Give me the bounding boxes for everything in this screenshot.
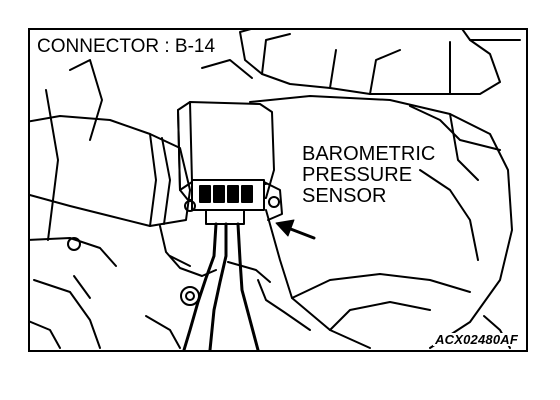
intake-hose: [30, 59, 191, 349]
figure-code: ACX02480AF: [433, 332, 520, 347]
engine-bay-illustration: [30, 30, 521, 350]
diagram-frame: CONNECTOR : B-14 BAROMETRIC PRESSURE SEN…: [28, 28, 528, 352]
connector-label: CONNECTOR : B-14: [34, 36, 219, 57]
sensor-label-line-3: SENSOR: [302, 185, 387, 207]
sensor-callout-label: BAROMETRIC PRESSURE SENSOR: [302, 144, 435, 207]
sensor-label-line-2: PRESSURE: [302, 164, 413, 186]
air-cleaner-box: [249, 95, 513, 349]
barometric-pressure-sensor: [177, 101, 283, 225]
wire-harness: [145, 222, 311, 350]
callout-arrow: [275, 219, 316, 240]
upper-housing: [201, 30, 521, 151]
sensor-label-line-1: BAROMETRIC: [302, 143, 436, 165]
